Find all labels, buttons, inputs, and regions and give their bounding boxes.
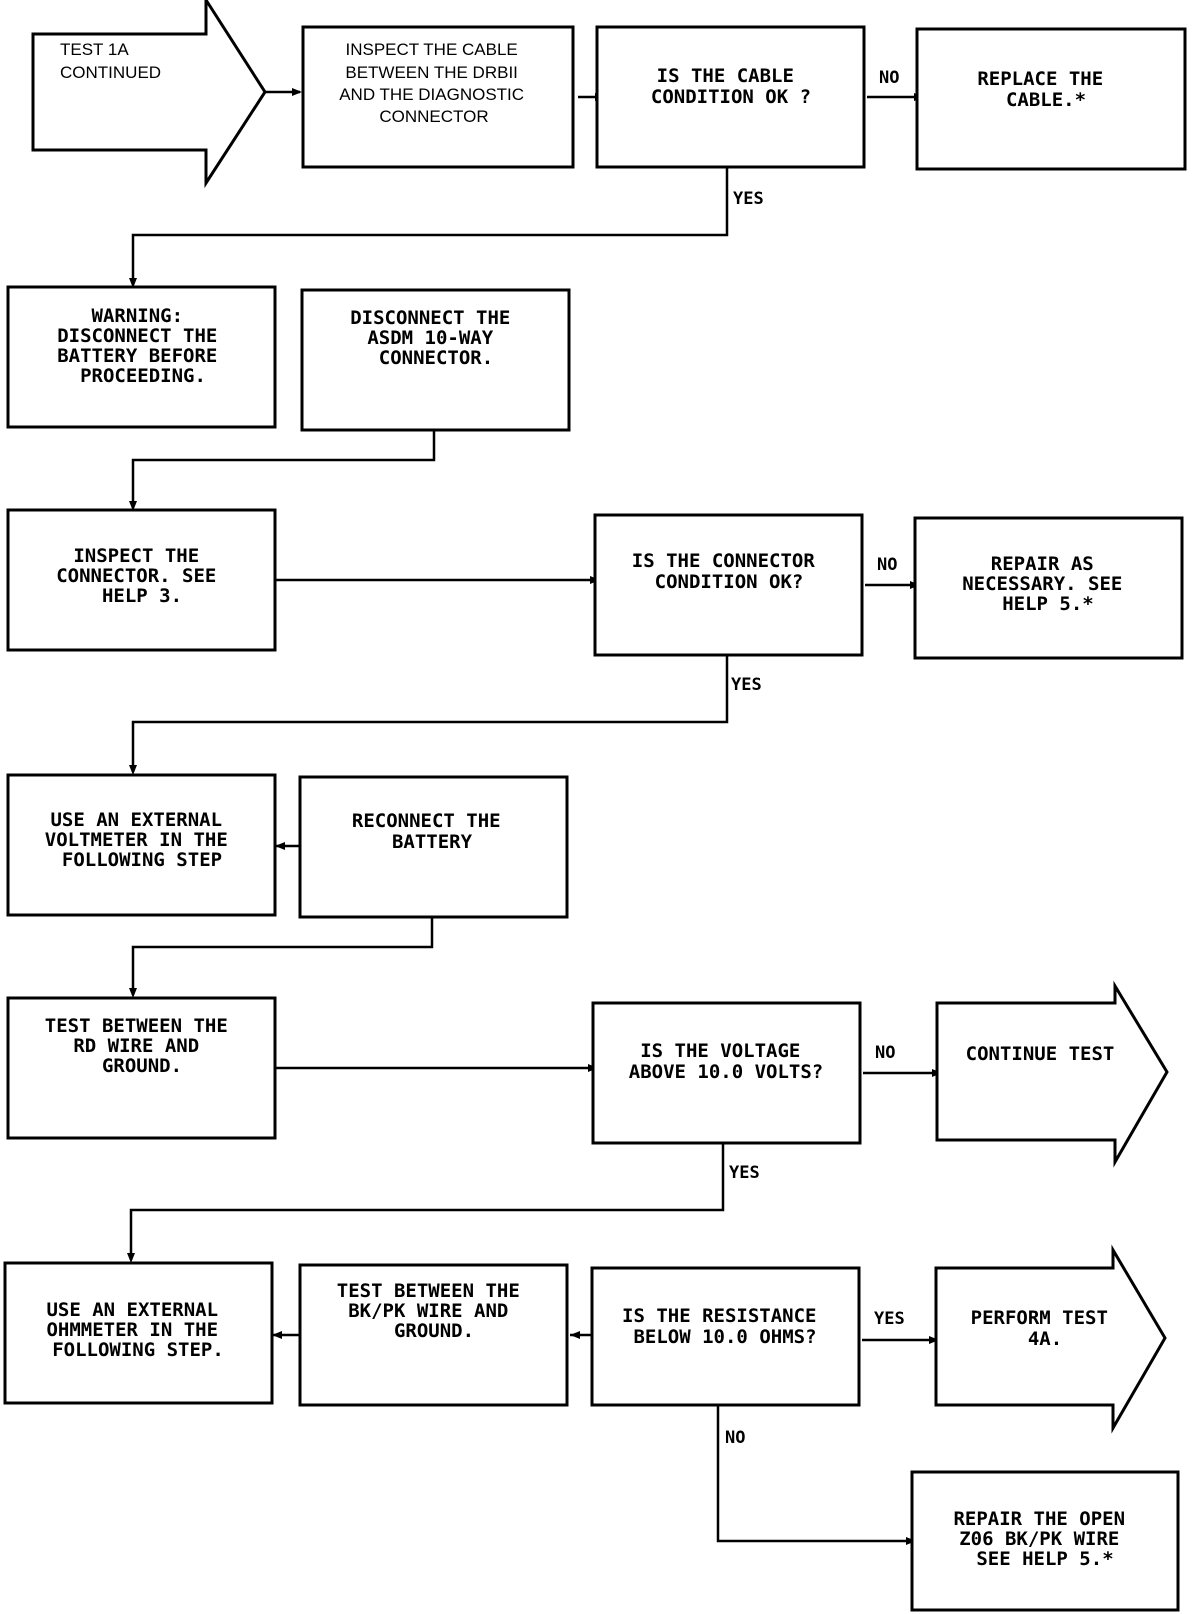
resistance-question-text: IS THE RESISTANCE BELOW 10.0 OHMS? <box>622 1305 828 1348</box>
resistance-question <box>590 1266 861 1407</box>
arrowhead-icon <box>127 1253 135 1263</box>
perform-test-arrow <box>934 1244 1167 1434</box>
continue-test-text: CONTINUE TEST <box>966 1043 1115 1065</box>
inspect-cable-box <box>301 25 575 169</box>
cable-condition-question <box>595 25 866 169</box>
repair-open-text: REPAIR THE OPEN Z06 BK/PK WIRE SEE HELP … <box>953 1508 1136 1570</box>
repair-open-box <box>910 1470 1180 1612</box>
voltage-question <box>591 1001 862 1145</box>
connector-condition-text: IS THE CONNECTOR CONDITION OK? <box>632 550 826 593</box>
branch-label-no: NO <box>879 68 899 88</box>
connector-condition-question <box>593 513 864 657</box>
branch-label-yes: YES <box>729 1163 760 1183</box>
disconnect-asdm-box <box>300 288 571 432</box>
test-rd-wire-box <box>6 996 277 1140</box>
connectors <box>127 88 942 1545</box>
reconnect-battery-box <box>298 775 569 919</box>
use-ohmmeter-text: USE AN EXTERNAL OHMMETER IN THE FOLLOWIN… <box>46 1299 229 1361</box>
inspect-connector-box <box>6 508 277 652</box>
start-arrow <box>31 0 267 189</box>
arrowhead-icon <box>129 278 137 288</box>
arrowhead-icon <box>129 988 137 998</box>
branch-label-yes: YES <box>731 675 762 695</box>
cable-condition-text: IS THE CABLE CONDITION OK ? <box>651 65 811 108</box>
arrowhead-icon <box>129 765 137 775</box>
warning-box <box>6 285 277 429</box>
test-bkpk-wire-text: TEST BETWEEN THE BK/PK WIRE AND GROUND. <box>337 1280 531 1342</box>
connector-battery-to-test-rd <box>131 918 434 995</box>
voltage-question-text: IS THE VOLTAGE ABOVE 10.0 VOLTS? <box>629 1040 823 1083</box>
arrowhead-icon <box>129 501 137 511</box>
connector-disconnect-to-inspect-connector <box>131 431 436 508</box>
repair-necessary-box <box>913 516 1184 660</box>
texts: TEST 1A CONTINUED INSPECT THE CABLE BETW… <box>45 40 1136 1570</box>
repair-necessary-text: REPAIR AS NECESSARY. SEE HELP 5.* <box>962 553 1134 615</box>
branch-label-no: NO <box>877 555 897 575</box>
test-rd-wire-text: TEST BETWEEN THE RD WIRE AND GROUND. <box>45 1015 239 1077</box>
perform-test-text: PERFORM TEST 4A. <box>971 1307 1120 1350</box>
connector-voltage-yes <box>129 1144 725 1260</box>
branch-label-no: NO <box>875 1043 895 1063</box>
arrowhead-icon <box>292 88 302 96</box>
arrowhead-icon <box>929 1336 939 1344</box>
branch-label-yes: YES <box>874 1309 905 1329</box>
connector-resistance-no <box>716 1406 914 1543</box>
inspect-cable-text: INSPECT THE CABLE BETWEEN THE DRBII AND … <box>339 40 529 126</box>
inspect-connector-text: INSPECT THE CONNECTOR. SEE HELP 3. <box>56 545 228 607</box>
use-ohmmeter-box <box>3 1261 274 1405</box>
continue-test-arrow <box>935 980 1169 1168</box>
reconnect-battery-text: RECONNECT THE BATTERY <box>352 810 512 853</box>
shapes <box>3 0 1187 1612</box>
start-text: TEST 1A CONTINUED <box>60 40 161 82</box>
branch-label-no: NO <box>725 1428 745 1448</box>
replace-cable-box <box>915 27 1187 171</box>
connector-cable-yes <box>131 168 729 285</box>
warning-text: WARNING: DISCONNECT THE BATTERY BEFORE P… <box>57 305 229 387</box>
test-bkpk-wire-box <box>298 1263 569 1407</box>
use-voltmeter-box <box>6 773 277 917</box>
connector-connector-yes <box>131 656 729 772</box>
replace-cable-text: REPLACE THE CABLE.* <box>977 68 1114 111</box>
use-voltmeter-text: USE AN EXTERNAL VOLTMETER IN THE FOLLOWI… <box>45 809 239 871</box>
branch-label-yes: YES <box>733 189 764 209</box>
disconnect-asdm-text: DISCONNECT THE ASDM 10-WAY CONNECTOR. <box>350 307 522 369</box>
